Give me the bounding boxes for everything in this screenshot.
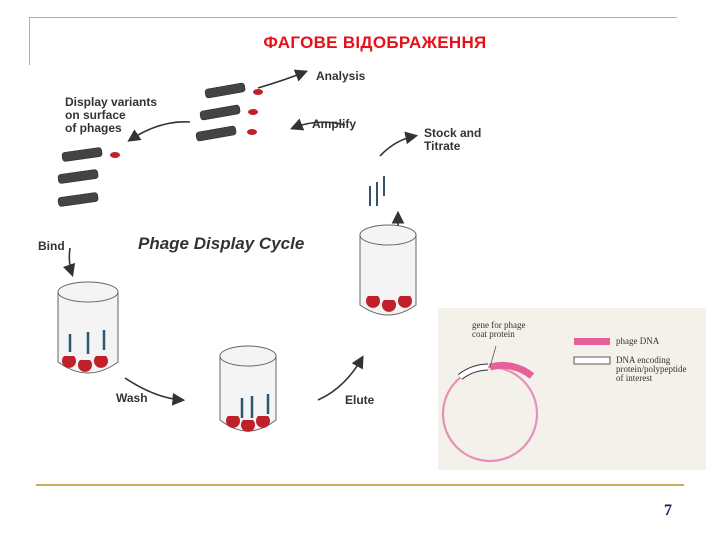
frame-left-line (29, 17, 30, 65)
frame-top-line (29, 17, 677, 18)
plasmid-diagram (441, 338, 611, 463)
cycle-title: Phage Display Cycle (138, 234, 305, 253)
label-analysis: Analysis (316, 69, 366, 83)
label-amplify: Amplify (312, 117, 357, 131)
legend-phage-dna: phage DNA (616, 336, 660, 346)
label-wash: Wash (116, 391, 148, 405)
plasmid-panel (438, 308, 706, 470)
slide-title: ФАГОВЕ ВІДОБРАЖЕННЯ (263, 33, 487, 52)
label-elute: Elute (345, 393, 375, 407)
label-bind: Bind (38, 239, 65, 253)
page-number: 7 (664, 502, 672, 519)
frame-bottom-line (36, 484, 684, 486)
phage-display-cycle-diagram (57, 69, 419, 432)
